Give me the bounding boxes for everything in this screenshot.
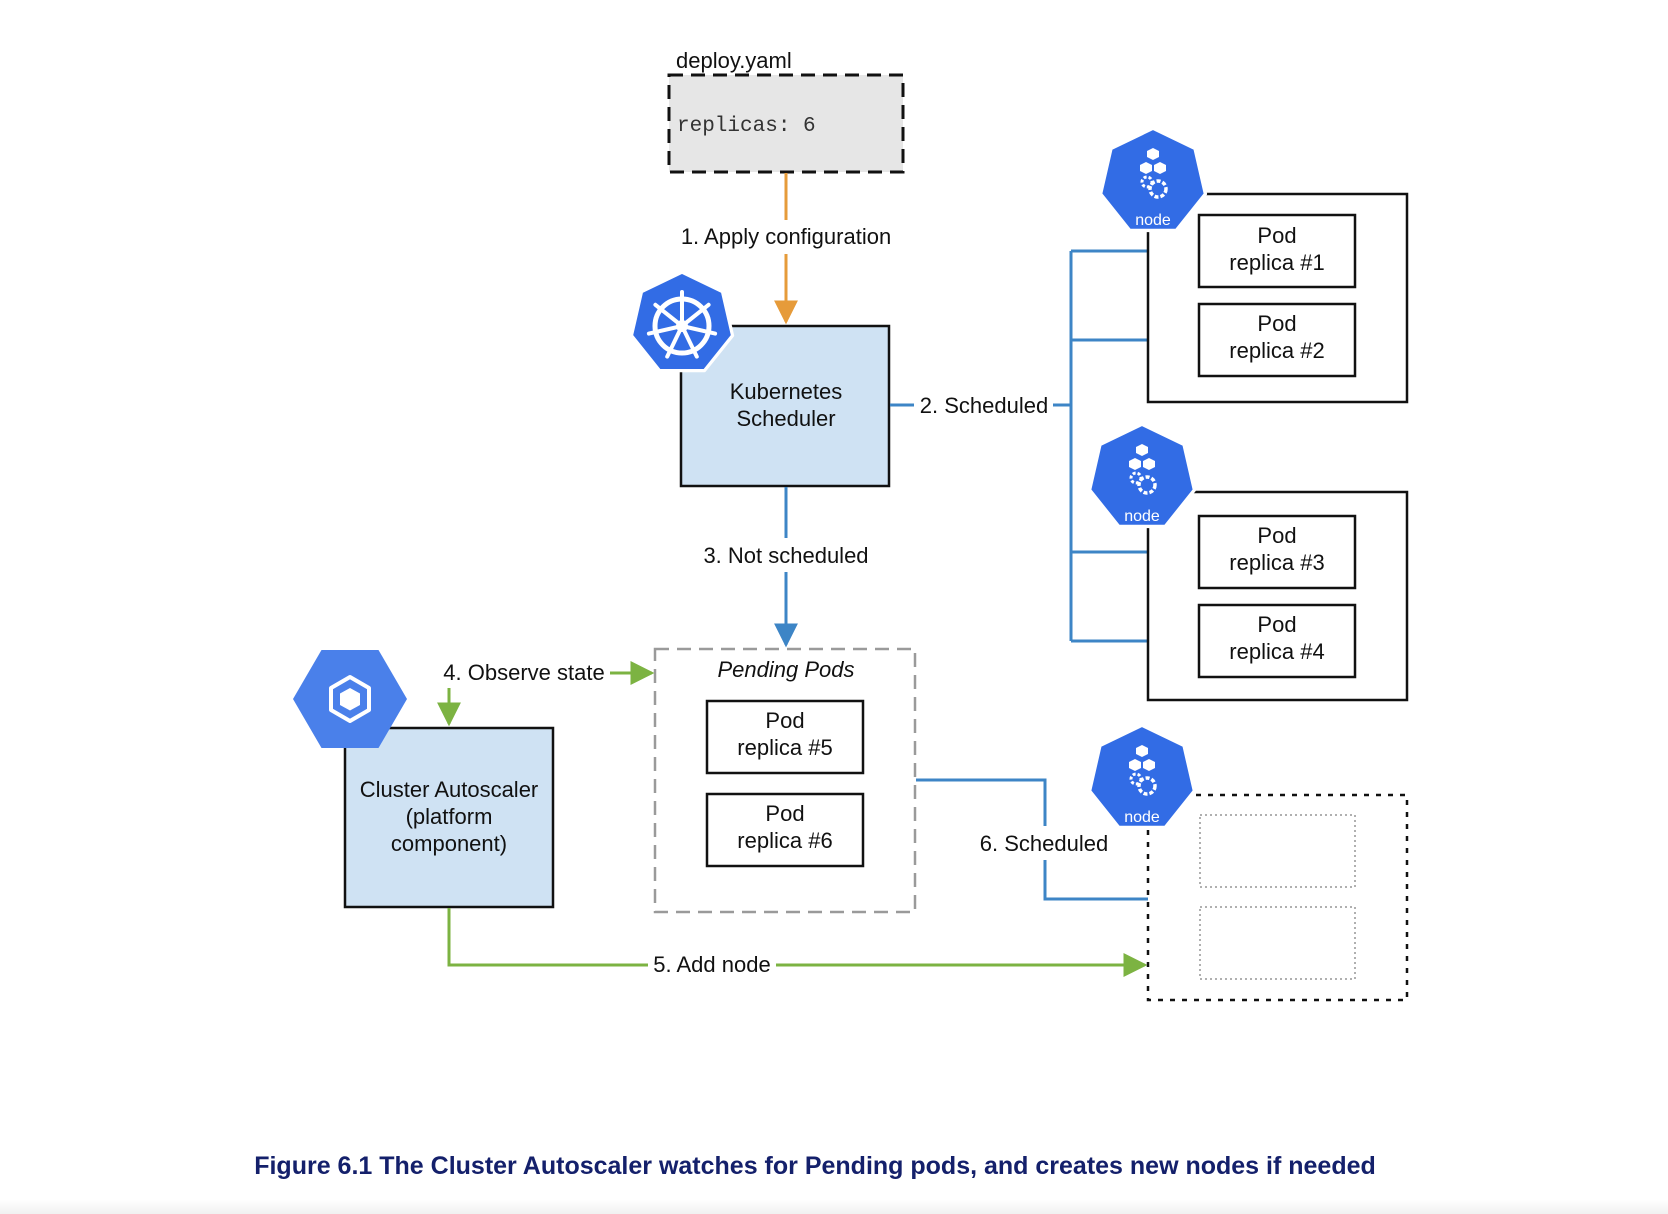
node-3-label: node: [1124, 809, 1160, 826]
pod-label: Pod: [1257, 223, 1296, 248]
pending-pods-title: Pending Pods: [718, 657, 855, 682]
new-node-box: [1146, 793, 1409, 1002]
k8s-node-icon: node: [1098, 126, 1208, 233]
autoscaler-box: [343, 726, 555, 909]
pod-label: Pod: [1257, 612, 1296, 637]
pod-replica-3: Pod replica #3: [1197, 514, 1357, 590]
pod-replica-1: Pod replica #1: [1197, 213, 1357, 289]
step-4-label: 4. Observe state: [443, 660, 604, 685]
pod-replica-label: replica #6: [737, 828, 832, 853]
node-1: Pod replica #1 Pod replica #2 node: [1098, 126, 1409, 404]
add-node-line: [447, 908, 648, 967]
pod-replica-5: Pod replica #5: [705, 699, 865, 775]
config-box: [667, 73, 905, 174]
kubernetes-helm-icon: [629, 270, 735, 373]
pod-label: Pod: [1257, 311, 1296, 336]
autoscaler-label-line3: component): [391, 831, 507, 856]
pod-replica-label: replica #5: [737, 735, 832, 760]
config-content: replicas: 6: [677, 115, 816, 138]
node-1-label: node: [1135, 212, 1171, 229]
scheduler: Kubernetes Scheduler: [629, 270, 891, 488]
scheduled-new-arrow: [1043, 860, 1181, 911]
footer-shade: [0, 1200, 1668, 1214]
empty-pod-slot: [1199, 814, 1356, 888]
pod-replica-4: Pod replica #4: [1197, 603, 1357, 679]
step-5-label: 5. Add node: [653, 952, 770, 977]
step-6-label: 6. Scheduled: [980, 831, 1108, 856]
config-filename: deploy.yaml: [676, 48, 792, 73]
step-3-label: 3. Not scheduled: [703, 543, 868, 568]
step-1-label: 1. Apply configuration: [681, 224, 891, 249]
node-2: Pod replica #3 Pod replica #4 node: [1087, 422, 1409, 702]
autoscaler-label-line2: (platform: [406, 804, 493, 829]
gcp-cube-icon: [293, 650, 407, 748]
empty-pod-slot: [1199, 906, 1356, 980]
new-node: node: [1087, 723, 1409, 1002]
pod-label: Pod: [765, 708, 804, 733]
pod-replica-6: Pod replica #6: [705, 792, 865, 868]
pod-label: Pod: [765, 801, 804, 826]
pending-pods: Pending Pods Pod replica #5 Pod replica …: [653, 647, 917, 914]
pod-replica-label: replica #1: [1229, 250, 1324, 275]
pod-replica-label: replica #3: [1229, 550, 1324, 575]
scheduler-label-line1: Kubernetes: [730, 379, 843, 404]
config-file: deploy.yaml replicas: 6: [667, 48, 905, 174]
pod-replica-label: replica #2: [1229, 338, 1324, 363]
node-2-label: node: [1124, 508, 1160, 525]
pod-replica-label: replica #4: [1229, 639, 1324, 664]
cluster-autoscaler: Cluster Autoscaler (platform component): [293, 650, 555, 909]
scheduler-label-line2: Scheduler: [736, 406, 835, 431]
k8s-node-icon: node: [1087, 723, 1197, 830]
step-2-label: 2. Scheduled: [920, 393, 1048, 418]
pending-pods-box: [653, 647, 917, 914]
pod-replica-2: Pod replica #2: [1197, 302, 1357, 378]
scheduled-new-line: [916, 778, 1047, 826]
pod-label: Pod: [1257, 523, 1296, 548]
autoscaler-label-line1: Cluster Autoscaler: [360, 777, 539, 802]
figure-caption: Figure 6.1 The Cluster Autoscaler watche…: [254, 1152, 1376, 1180]
k8s-node-icon: node: [1087, 422, 1197, 529]
